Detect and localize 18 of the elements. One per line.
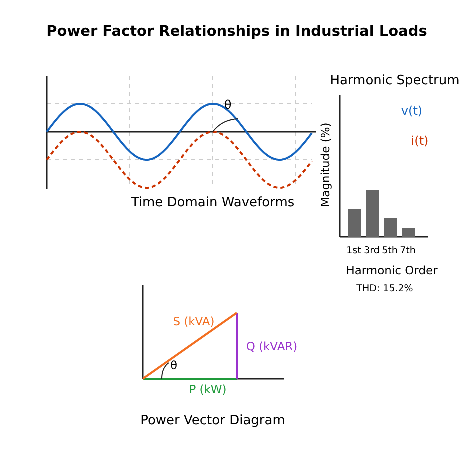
tick-label: 1st — [346, 246, 362, 258]
vector-label: S (kVA) — [173, 315, 215, 329]
axis-title: Harmonic Order — [346, 264, 438, 278]
tick-label: 5th — [382, 246, 398, 258]
diagram-title: Power Factor Relationships in Industrial Loads — [46, 24, 428, 40]
series-label: i(t) — [411, 135, 429, 149]
vector-label: Q (kVAR) — [246, 340, 298, 354]
chart-title: Harmonic Spectrum — [330, 74, 460, 90]
angle-label: θ — [170, 359, 178, 373]
section-title: Power Vector Diagram — [140, 414, 286, 430]
section-title: Time Domain Waveforms — [131, 196, 295, 212]
angle-label: θ — [224, 99, 232, 113]
axis-title: Magnitude (%) — [319, 122, 333, 208]
note-text: THD: 15.2% — [356, 284, 414, 296]
tick-label: 7th — [400, 246, 416, 258]
tick-label: 3rd — [364, 246, 380, 258]
series-label: v(t) — [401, 105, 423, 119]
vector-label: P (kW) — [189, 383, 227, 397]
